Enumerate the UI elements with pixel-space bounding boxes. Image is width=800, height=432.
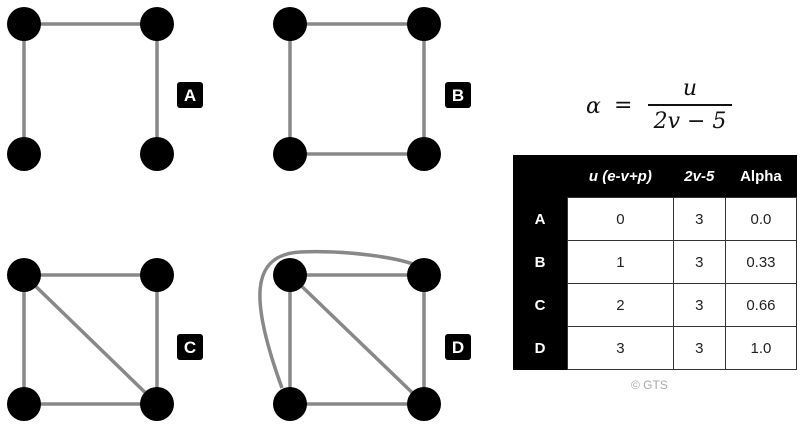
table-row: B 1 3 0.33 [513, 240, 798, 284]
copyright-credit: © GTS [631, 378, 668, 392]
vertex [140, 7, 174, 41]
graph-panels: A B C D [7, 7, 471, 421]
table-row: A 0 3 0.0 [513, 197, 798, 241]
vertex [7, 387, 41, 421]
vertex [140, 258, 174, 292]
row-label: B [513, 240, 568, 284]
header-alpha: Alpha [725, 155, 797, 198]
formula-equals: = [614, 93, 633, 118]
cell-alpha: 0.66 [724, 283, 798, 327]
cell-2v-5: 3 [672, 326, 726, 370]
cell-2v-5: 3 [672, 283, 726, 327]
alpha-formula: α = u 2v − 5 [586, 76, 736, 136]
table-row: C 2 3 0.66 [513, 283, 798, 327]
curved-edge [258, 249, 419, 389]
cell-u: 0 [567, 197, 674, 241]
formula-fraction: u 2v − 5 [648, 76, 732, 135]
row-label: A [513, 197, 568, 241]
vertex [407, 7, 441, 41]
vertex [273, 137, 307, 171]
graph-label-text: C [184, 338, 196, 357]
graph-b: B [273, 7, 471, 171]
cell-u: 3 [567, 326, 674, 370]
cell-u: 2 [567, 283, 674, 327]
formula-numerator: u [682, 76, 698, 101]
edge [288, 273, 426, 406]
vertex [407, 387, 441, 421]
fraction-bar [648, 104, 732, 106]
table-header-row: u (e-v+p) 2v-5 Alpha [513, 155, 797, 198]
graph-label-text: B [452, 86, 464, 105]
cell-2v-5: 3 [672, 240, 726, 284]
graph-label-badge [177, 334, 203, 360]
vertex [140, 387, 174, 421]
vertex [7, 7, 41, 41]
edge [22, 273, 159, 406]
vertex [273, 387, 307, 421]
graph-label-text: D [452, 338, 464, 357]
header-corner [513, 155, 568, 198]
graph-d: D [258, 249, 471, 421]
row-label: D [513, 326, 568, 370]
vertex [7, 258, 41, 292]
formula-lhs: α [586, 94, 601, 119]
graph-c: C [7, 258, 203, 421]
row-label: C [513, 283, 568, 327]
vertex [140, 137, 174, 171]
graph-label-badge [177, 82, 203, 108]
alpha-table: u (e-v+p) 2v-5 Alpha A 0 3 0.0 B 1 3 0.3… [513, 155, 798, 370]
vertex [407, 258, 441, 292]
cell-2v-5: 3 [672, 197, 726, 241]
graph-label-badge [445, 82, 471, 108]
header-u: u (e-v+p) [567, 155, 674, 198]
vertex [273, 258, 307, 292]
vertex [273, 7, 307, 41]
vertex [407, 137, 441, 171]
cell-u: 1 [567, 240, 674, 284]
table-row: D 3 3 1.0 [513, 326, 798, 370]
graph-label-badge [445, 334, 471, 360]
header-2v-5: 2v-5 [673, 155, 726, 198]
graph-label-text: A [184, 86, 196, 105]
cell-alpha: 0.33 [724, 240, 798, 284]
vertex [7, 137, 41, 171]
cell-alpha: 0.0 [724, 197, 798, 241]
graph-a: A [7, 7, 203, 171]
cell-alpha: 1.0 [724, 326, 798, 370]
formula-denominator: 2v − 5 [653, 109, 727, 134]
